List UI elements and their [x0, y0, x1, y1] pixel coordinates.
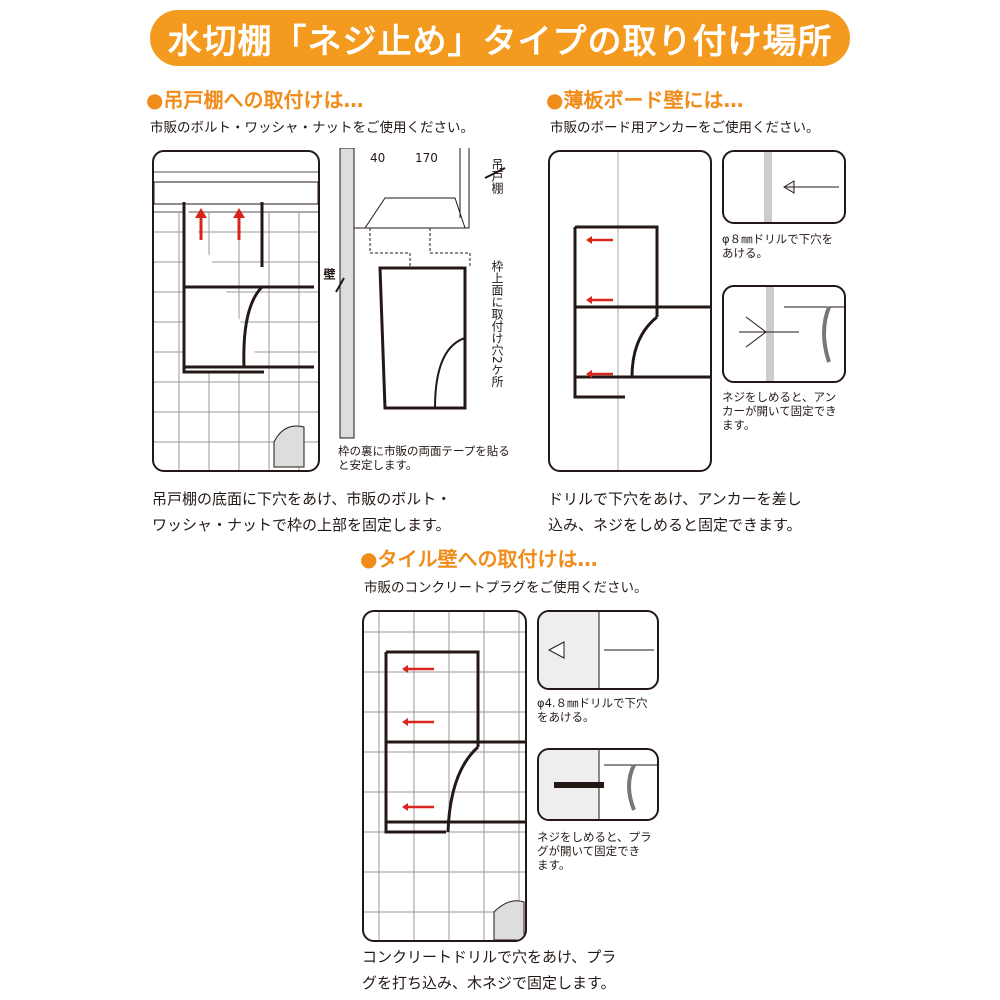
- label-wall: 壁: [322, 268, 336, 280]
- cabinet-illustration: [152, 150, 320, 472]
- caption-tile-2: グを打ち込み、木ネジで固定します。: [362, 974, 616, 992]
- dimension-170: 170: [415, 151, 438, 165]
- tile-step1-line1: φ4.８㎜ドリルで下穴: [537, 696, 648, 710]
- tile-step2-plug: [537, 748, 659, 821]
- caption-cabinet-1: 吊戸棚の底面に下穴をあけ、市販のボルト・: [152, 490, 452, 508]
- tile-step1-line2: をあける。: [537, 710, 595, 724]
- tile-step2-line3: ます。: [537, 858, 571, 872]
- note-double-tape: 枠の裏に市販の両面テープを貼ると安定します。: [338, 444, 510, 472]
- board-step1-line1: φ８㎜ドリルで下穴を: [722, 232, 834, 246]
- board-step2-anchor: [722, 285, 846, 383]
- board-step2-line1: ネジをしめると、アン: [722, 390, 837, 404]
- section-subtitle-cabinet: 市販のボルト・ワッシャ・ナットをご使用ください。: [150, 120, 474, 136]
- board-step1-line2: あける。: [722, 246, 768, 260]
- board-step1-drill: [722, 150, 846, 224]
- label-mount-holes: 枠上面に取付け穴2ケ所: [490, 260, 504, 388]
- board-step2-line2: カーが開いて固定でき: [722, 404, 837, 418]
- cabinet-mounting-diagram: 40 170 吊戸棚 壁 枠上面に取付け穴2ケ所 枠の裏に市販の両面テープを貼る…: [322, 148, 520, 478]
- caption-board-2: 込み、ネジをしめると固定できます。: [548, 516, 802, 534]
- tile-step1-drill: [537, 610, 659, 690]
- tile-step2-line2: グが開いて固定でき: [537, 844, 641, 858]
- page-title: 水切棚「ネジ止め」タイプの取り付け場所: [150, 10, 850, 66]
- section-subtitle-board: 市販のボード用アンカーをご使用ください。: [550, 120, 820, 136]
- dimension-40: 40: [370, 151, 386, 165]
- section-heading-tile: ●タイル壁への取付けは…: [360, 547, 598, 571]
- section-heading-board: ●薄板ボード壁には…: [546, 88, 744, 112]
- tile-wall-illustration: [362, 610, 527, 942]
- caption-tile-1: コンクリートドリルで穴をあけ、プラ: [362, 948, 617, 966]
- label-cabinet: 吊戸棚: [490, 158, 504, 194]
- board-step2-line3: ます。: [722, 418, 756, 432]
- section-subtitle-tile: 市販のコンクリートプラグをご使用ください。: [364, 580, 648, 596]
- tile-step2-line1: ネジをしめると、プラ: [537, 830, 652, 844]
- caption-cabinet-2: ワッシャ・ナットで枠の上部を固定します。: [152, 516, 451, 534]
- section-heading-cabinet: ●吊戸棚への取付けは…: [146, 88, 364, 112]
- caption-board-1: ドリルで下穴をあけ、アンカーを差し: [548, 490, 802, 508]
- board-wall-illustration: [548, 150, 712, 472]
